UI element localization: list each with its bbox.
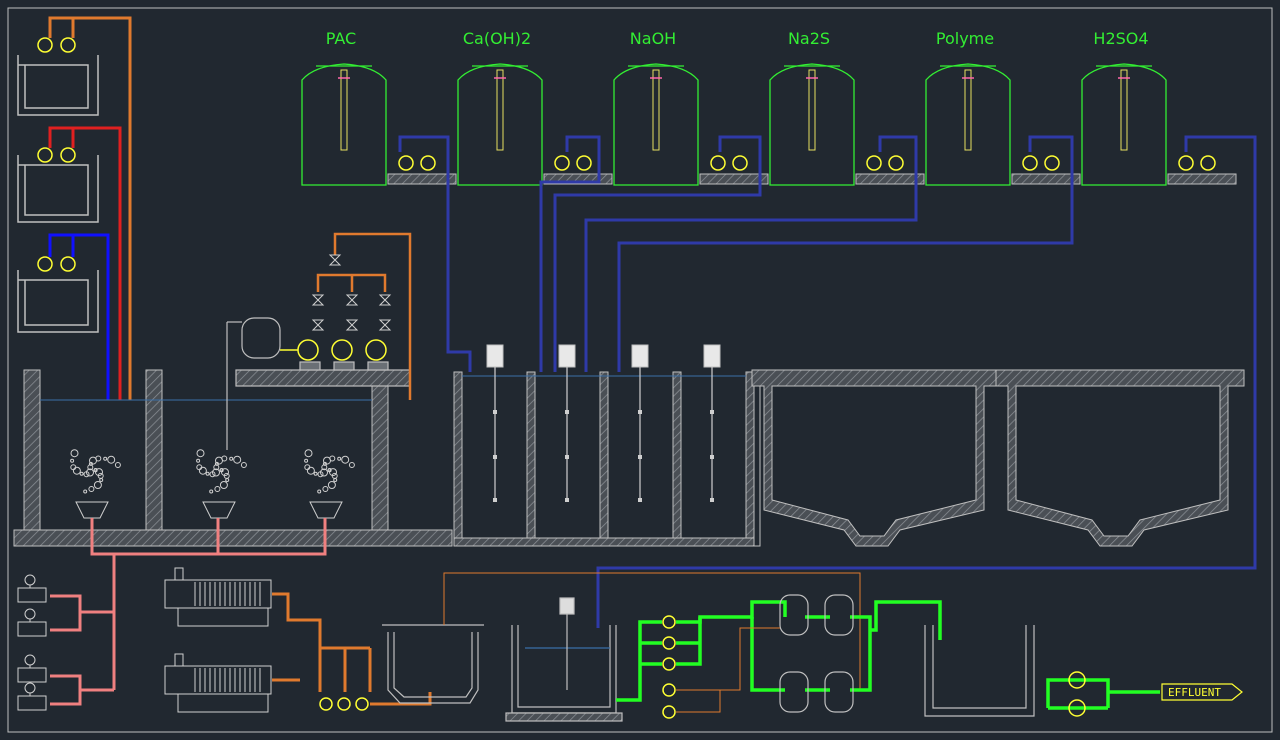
thickener-return-line — [443, 572, 861, 690]
pressure-vessels — [779, 594, 854, 713]
filter-press — [164, 567, 272, 627]
mixer — [558, 344, 576, 502]
tank-label: Ca(OH)2 — [463, 29, 531, 48]
filter-presses — [164, 567, 272, 713]
reactor-mixers — [486, 344, 721, 502]
chemical-tank — [457, 63, 613, 186]
drawing-frame — [7, 7, 1273, 733]
effluent-pumps — [1068, 671, 1086, 717]
filter-feed-line — [272, 592, 432, 706]
blower-station — [226, 317, 411, 450]
filter-pumps — [662, 615, 676, 719]
mixer — [486, 344, 504, 502]
dosing-pump — [17, 608, 47, 637]
sludge-pump-lines — [50, 594, 114, 706]
dosing-pump — [17, 574, 47, 603]
effluent-arrow — [1161, 683, 1243, 701]
chemical-tank-labels: PAC Ca(OH)2 NaOH Na2S Polyme H2SO4 — [326, 29, 1149, 48]
tank-label: Polyme — [936, 29, 994, 48]
clarifier-2 — [995, 369, 1245, 547]
sludge-thickener — [382, 624, 484, 704]
aeration-basin — [13, 369, 453, 690]
filter-feed-pumps — [319, 697, 369, 711]
tank-label: NaOH — [630, 29, 676, 48]
tank-label: PAC — [326, 29, 356, 48]
sludge-pumps — [17, 574, 47, 711]
chemical-lines — [398, 135, 1257, 628]
chemical-tank — [769, 63, 925, 186]
treated-water-lines — [616, 600, 1160, 710]
chemical-tank — [1081, 63, 1237, 186]
clarifier-1 — [751, 369, 1001, 547]
air-header-line — [316, 232, 412, 400]
chemical-tank — [925, 63, 1081, 186]
left-dosing-tanks — [17, 55, 99, 333]
orange-feed-line — [48, 16, 132, 400]
chemical-tank — [301, 63, 457, 186]
final-tank — [505, 597, 623, 722]
blue-feed-line — [48, 233, 110, 400]
filter-press — [164, 653, 272, 713]
chemical-tank — [613, 63, 769, 186]
mixer — [631, 344, 649, 502]
dosing-pump — [17, 654, 47, 683]
backwash-line — [676, 627, 780, 713]
tank-label: Na2S — [788, 29, 830, 48]
dosing-pump — [17, 682, 47, 711]
tank-label: H2SO4 — [1093, 29, 1148, 48]
outlet-channel — [924, 625, 1035, 717]
reactor-tanks — [453, 371, 761, 547]
left-dosing-pumps — [37, 37, 76, 272]
red-feed-line — [48, 126, 122, 400]
blower-pumps — [280, 339, 387, 361]
blower-valves — [311, 254, 392, 331]
chemical-tanks — [301, 63, 1237, 186]
mixer — [703, 344, 721, 502]
effluent-label: EFFLUENT — [1168, 686, 1221, 699]
